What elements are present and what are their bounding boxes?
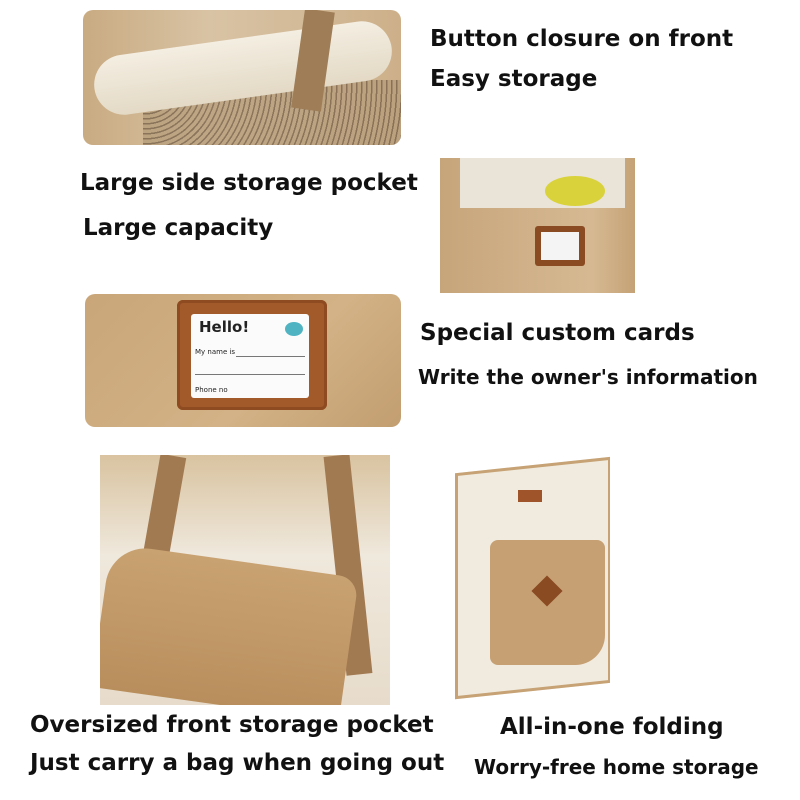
caption-title-1: Button closure on front [430, 26, 734, 52]
card-phone-label: Phone no [195, 386, 228, 394]
caption-subtitle-4: Just carry a bag when going out [30, 750, 445, 776]
front-pocket-photo [100, 455, 390, 705]
card-name-label: My name is [195, 348, 236, 356]
caption-title-4: Oversized front storage pocket [30, 712, 434, 738]
button-closure-photo [83, 10, 401, 145]
card-hello: Hello! [199, 318, 250, 336]
caption-title-3: Special custom cards [420, 320, 695, 346]
folding-photo [450, 450, 610, 700]
paw-icon [285, 322, 303, 336]
side-pocket-photo [420, 158, 635, 293]
name-card: Hello! My name is Phone no [177, 300, 327, 410]
caption-subtitle-2: Large capacity [83, 215, 274, 241]
custom-card-photo: Hello! My name is Phone no [85, 294, 401, 427]
caption-title-2: Large side storage pocket [80, 170, 418, 196]
caption-subtitle-5: Worry-free home storage [474, 755, 759, 779]
caption-subtitle-1: Easy storage [430, 66, 598, 92]
caption-title-5: All-in-one folding [500, 714, 724, 740]
caption-subtitle-3: Write the owner's information [418, 365, 758, 389]
